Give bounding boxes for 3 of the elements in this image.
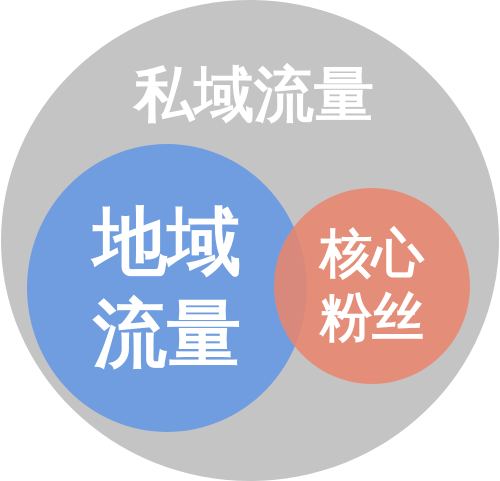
circle-label: 核心粉丝	[318, 223, 426, 350]
circle-label: 地域流量	[89, 196, 245, 380]
circle-label: 私域流量	[132, 60, 375, 130]
